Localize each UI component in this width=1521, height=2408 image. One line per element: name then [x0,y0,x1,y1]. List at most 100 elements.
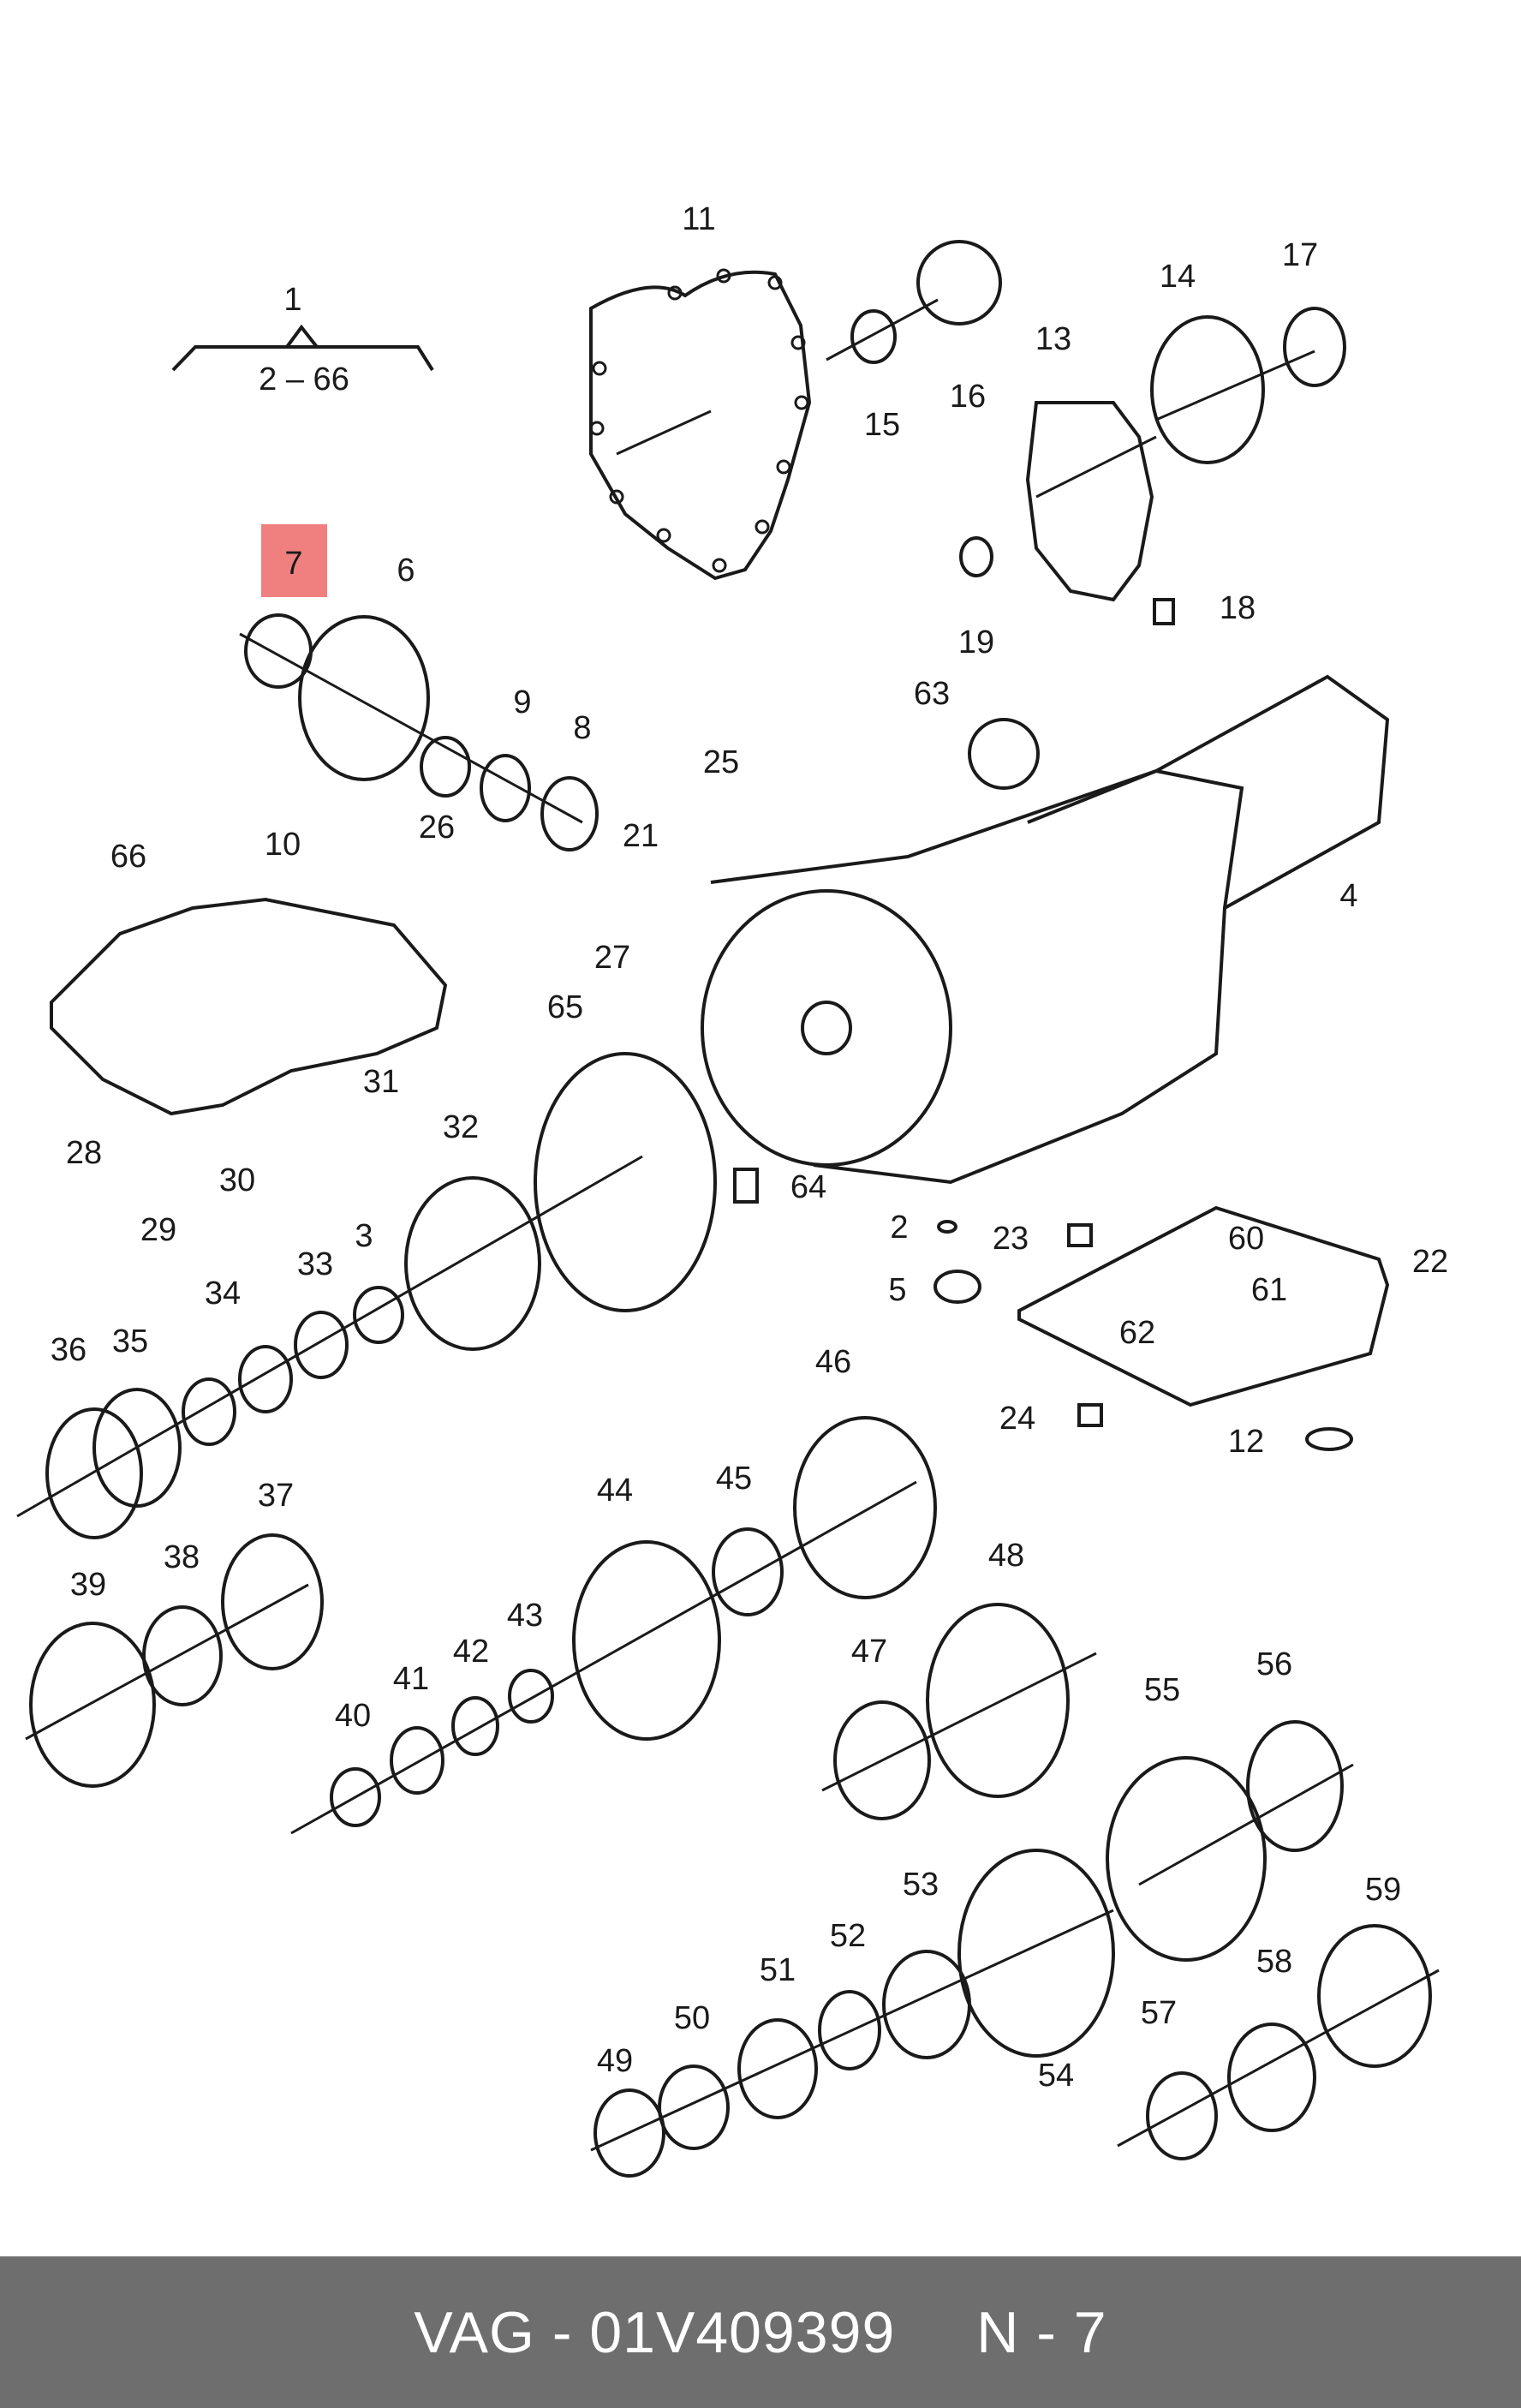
part-38-ring [142,1605,223,1706]
part-50-ring [658,2064,730,2150]
part-34-ring-a [238,1345,293,1413]
part-16-seal [916,240,1002,326]
callout-32: 32 [443,1109,479,1145]
callout-41: 41 [393,1661,429,1697]
part-42-ring [451,1696,499,1756]
callout-54: 54 [1038,2058,1074,2094]
part-15-seal [850,309,897,364]
part-57-ring [1146,2071,1218,2160]
part-8-ring [540,776,599,851]
part-63-seal [968,718,1040,790]
part-12-seal [1305,1427,1353,1451]
exploded-parts-diagram: 1 2 – 66 7 6 11 15 16 14 17 13 18 19 63 … [16,201,1448,2178]
callout-5: 5 [888,1272,906,1308]
callout-35: 35 [112,1324,148,1359]
callout-59: 59 [1365,1872,1401,1908]
part-47-ring [833,1700,931,1820]
part-58-ring [1227,2023,1316,2132]
part-56-ring [1246,1720,1344,1852]
callout-47: 47 [851,1634,887,1670]
callout-48: 48 [988,1538,1024,1574]
part-59-ring [1317,1924,1432,2068]
callout-21: 21 [623,818,659,854]
callout-33: 33 [297,1246,333,1282]
callout-28: 28 [66,1135,102,1171]
callout-31: 31 [363,1064,399,1100]
callout-labels: 1 2 – 66 7 6 11 15 16 14 17 13 18 19 63 … [51,201,1448,2094]
callout-6: 6 [397,553,415,589]
part-3-seal [353,1286,404,1344]
part-22-oil-pan [1017,1205,1390,1407]
callout-40: 40 [335,1698,371,1734]
part-30-plate [50,897,448,1116]
callout-39: 39 [70,1567,106,1603]
position-label: N - 7 [976,2299,1107,2365]
part-33-ring [294,1311,349,1379]
callout-13: 13 [1035,321,1071,357]
part-55-ring [1106,1756,1267,1962]
callout-24: 24 [999,1401,1035,1437]
callout-37: 37 [258,1478,294,1514]
callout-50: 50 [674,2000,710,2036]
callout-36: 36 [51,1332,86,1368]
part-23-plug [1067,1223,1093,1247]
part-65-ring [534,1052,717,1312]
callout-29: 29 [140,1212,176,1248]
callout-9: 9 [513,684,531,720]
part-17-ring [1283,307,1346,387]
part-34-ring-b [182,1377,236,1446]
callout-56: 56 [1256,1646,1292,1682]
callout-43: 43 [507,1598,543,1634]
callout-8: 8 [573,710,591,746]
callout-16: 16 [950,379,986,415]
part-46-ring [793,1416,937,1599]
callout-66: 66 [110,839,146,875]
callout-3: 3 [355,1218,373,1254]
callout-26: 26 [419,810,455,845]
callout-30: 30 [219,1162,255,1198]
part-37-ring [221,1533,324,1670]
part-64-bushing [733,1168,759,1204]
callout-17: 17 [1282,237,1318,273]
callout-52: 52 [830,1918,866,1954]
callout-58: 58 [1256,1944,1292,1980]
callout-63: 63 [914,676,950,712]
callout-64: 64 [790,1169,826,1205]
part-9-ring [480,754,531,822]
part-number-label: VAG - 01V409399 [414,2299,896,2365]
callout-18: 18 [1220,590,1256,626]
highlight-marker [261,524,327,597]
part-52-ring [818,1990,881,2070]
part-35-ring [92,1388,182,1508]
part-11-gasket [589,270,812,581]
callout-22: 22 [1412,1244,1448,1280]
part-11-bolt-holes [589,268,809,573]
part-40-ring [330,1767,381,1827]
assembly-axis-lines [16,298,1440,2152]
part-6-ring [298,615,430,781]
part-18-bolt [1153,598,1175,625]
part-13-gasket [1025,401,1154,602]
part-51-ring [737,2018,818,2119]
part-44-ring [572,1540,721,1741]
part-54-ring [957,1849,1115,2058]
part-26-seal [420,736,471,798]
callout-4: 4 [1339,878,1357,914]
callout-57: 57 [1141,1995,1177,2031]
callout-55: 55 [1144,1672,1180,1708]
callout-11: 11 [682,201,715,237]
callout-27: 27 [594,940,630,976]
callout-44: 44 [597,1473,633,1509]
callout-61: 61 [1251,1272,1287,1308]
callout-25: 25 [703,744,739,780]
transmission-housing [701,674,1390,1185]
callout-12: 12 [1228,1424,1264,1460]
callout-14: 14 [1160,259,1196,295]
callout-10: 10 [265,827,301,863]
assembly-number: 1 [283,282,301,318]
part-24-plug [1077,1403,1103,1427]
part-number-footer: VAG - 01V409399 N - 7 [0,2256,1521,2408]
part-41-ring [390,1726,444,1795]
part-19-plug [959,536,993,577]
callout-34: 34 [205,1276,241,1312]
